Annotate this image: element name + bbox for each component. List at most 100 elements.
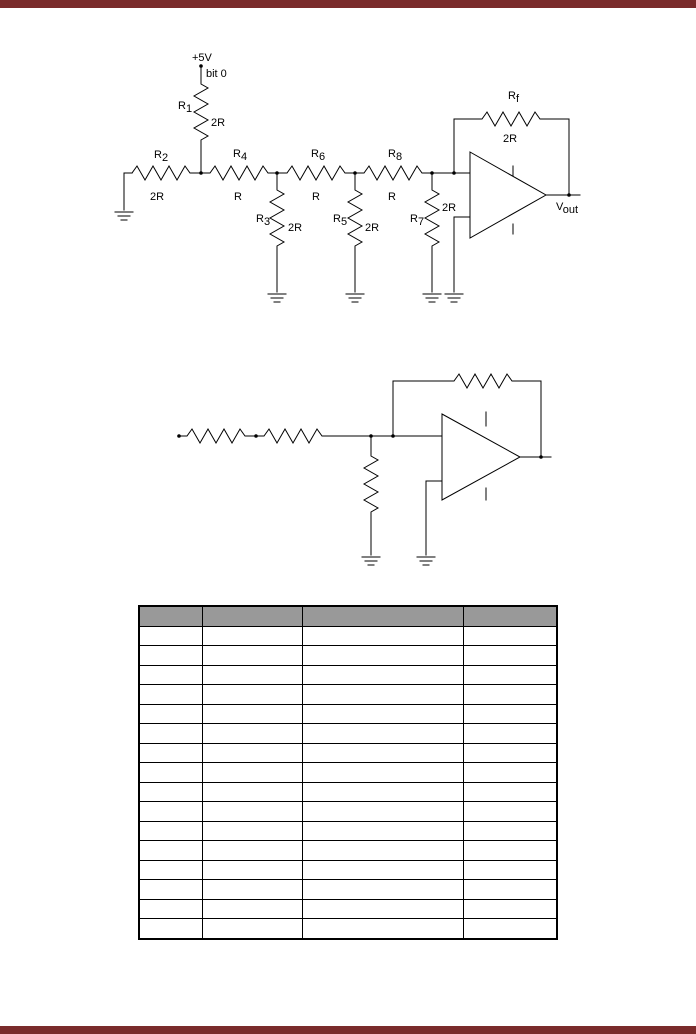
table-header-row xyxy=(138,605,558,627)
table-cell xyxy=(138,840,203,861)
table-cell xyxy=(301,820,464,841)
table-cell xyxy=(462,801,558,822)
table-cell xyxy=(301,781,464,802)
shunt-resistor xyxy=(362,435,380,556)
table-cell xyxy=(462,879,558,900)
table-cell xyxy=(138,918,203,939)
table-row xyxy=(138,684,558,705)
r7-value: 2R xyxy=(442,202,456,214)
r6-value: R xyxy=(312,191,320,203)
table-cell xyxy=(301,625,464,646)
table-cell xyxy=(201,723,303,744)
table-cell xyxy=(301,664,464,685)
r2r-ladder-circuit: +5V bit 0 R1 2R R2 2R R4 R R6 R R8 R R3 … xyxy=(114,52,581,303)
table-cell xyxy=(201,762,303,783)
r2-resistor xyxy=(131,164,202,182)
table-cell xyxy=(138,703,203,724)
table-row xyxy=(138,898,558,919)
output-node xyxy=(567,193,571,197)
table-cell xyxy=(301,859,464,880)
r2-name: R2 xyxy=(154,149,168,164)
table-cell xyxy=(462,762,558,783)
table-cell xyxy=(462,781,558,802)
table-cell xyxy=(462,625,558,646)
table-cell xyxy=(138,742,203,763)
table-cell xyxy=(201,742,303,763)
r1-resistor xyxy=(192,65,210,173)
ground-symbol xyxy=(267,293,287,303)
r4-name: R4 xyxy=(233,148,247,163)
table-row xyxy=(138,781,558,802)
table-cell xyxy=(462,723,558,744)
op-amp-symbol xyxy=(469,151,548,239)
table-cell xyxy=(301,840,464,861)
table-cell xyxy=(138,801,203,822)
table-cell xyxy=(138,781,203,802)
table-cell xyxy=(462,703,558,724)
header-cell xyxy=(462,605,558,627)
vout-label: Vout xyxy=(556,201,578,216)
table-row xyxy=(138,918,558,939)
bit-label: bit 0 xyxy=(206,68,227,80)
table-cell xyxy=(462,859,558,880)
ground-wire-r2 xyxy=(123,172,133,211)
rf-resistor xyxy=(453,110,570,196)
equivalent-circuit xyxy=(177,372,552,566)
header-cell xyxy=(138,605,203,627)
table-row xyxy=(138,664,558,685)
series-resistor-1 xyxy=(178,427,257,445)
table-cell xyxy=(462,645,558,666)
table-cell xyxy=(138,879,203,900)
r4-resistor xyxy=(200,164,278,182)
table-row xyxy=(138,703,558,724)
table-cell xyxy=(138,820,203,841)
r3-name: R3 xyxy=(256,213,270,228)
r5-name: R5 xyxy=(333,213,347,228)
table-row xyxy=(138,859,558,880)
table-cell xyxy=(462,918,558,939)
table-cell xyxy=(201,918,303,939)
ground-symbol xyxy=(345,293,365,303)
table-cell xyxy=(301,801,464,822)
table-cell xyxy=(301,879,464,900)
non-inverting-wire xyxy=(425,480,443,556)
bottom-page-bar xyxy=(0,1026,696,1034)
table-cell xyxy=(301,742,464,763)
feedback-resistor xyxy=(392,372,542,458)
table-cell xyxy=(301,703,464,724)
ground-symbol xyxy=(444,293,464,303)
table-cell xyxy=(301,723,464,744)
table-cell xyxy=(138,684,203,705)
table-cell xyxy=(462,898,558,919)
table-cell xyxy=(201,859,303,880)
ground-symbol xyxy=(114,211,134,221)
r6-resistor xyxy=(276,164,356,182)
output-node xyxy=(539,455,543,459)
r7-resistor xyxy=(423,172,441,293)
table-cell xyxy=(201,840,303,861)
table-cell xyxy=(462,820,558,841)
rf-name: Rf xyxy=(508,90,520,105)
table-cell xyxy=(301,762,464,783)
table-cell xyxy=(138,664,203,685)
table-cell xyxy=(201,801,303,822)
table-cell xyxy=(301,918,464,939)
table-cell xyxy=(201,664,303,685)
table-row xyxy=(138,723,558,744)
table-row xyxy=(138,879,558,900)
table-cell xyxy=(462,840,558,861)
ground-symbol xyxy=(416,556,436,566)
table-cell xyxy=(138,898,203,919)
ground-symbol xyxy=(361,556,381,566)
non-inverting-wire xyxy=(453,216,471,293)
table-cell xyxy=(201,645,303,666)
table-row xyxy=(138,742,558,763)
table-row xyxy=(138,840,558,861)
ground-symbol xyxy=(422,293,442,303)
header-cell xyxy=(201,605,303,627)
r3-resistor xyxy=(268,172,286,293)
table-cell xyxy=(462,664,558,685)
r5-value: 2R xyxy=(365,222,379,234)
table-cell xyxy=(138,762,203,783)
table-cell xyxy=(201,684,303,705)
